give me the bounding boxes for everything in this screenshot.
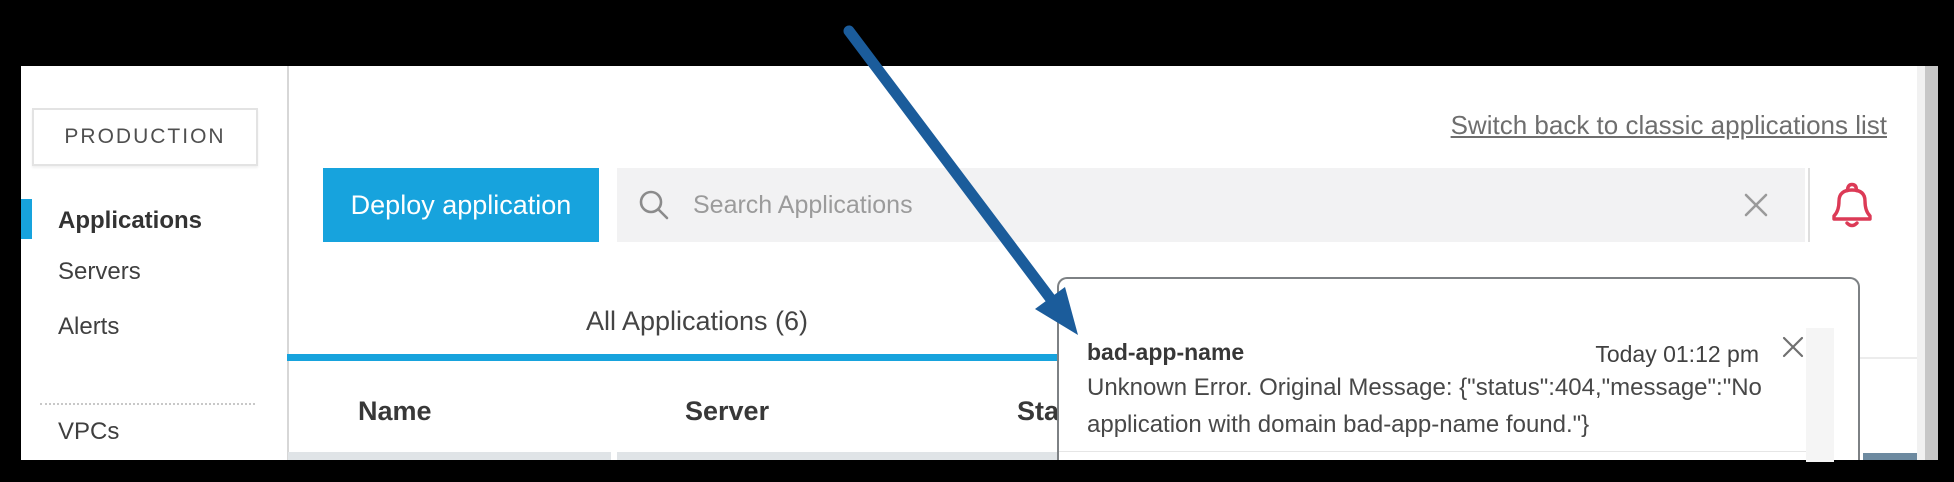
tab-all-applications[interactable]: All Applications (6): [287, 306, 1107, 337]
notification-close-button[interactable]: [1776, 331, 1810, 365]
search-box: [617, 168, 1805, 242]
active-item-indicator: [21, 199, 32, 239]
switch-classic-link[interactable]: Switch back to classic applications list: [1450, 110, 1887, 140]
column-header-name: Name: [358, 396, 432, 426]
page-scrollbar[interactable]: [1925, 66, 1938, 460]
deploy-application-button[interactable]: Deploy application: [323, 168, 599, 242]
deploy-application-label: Deploy application: [350, 189, 572, 220]
search-icon: [639, 190, 669, 220]
active-tab-underline: [287, 354, 1107, 361]
tab-label: All Applications (6): [585, 306, 809, 336]
notification-message: Unknown Error. Original Message: {"statu…: [1087, 374, 1762, 438]
sidebar-item-vpcs[interactable]: VPCs: [58, 418, 119, 446]
table-row[interactable]: [288, 452, 611, 460]
notification-timestamp: Today 01:12 pm: [1595, 341, 1759, 367]
sidebar-item-label: VPCs: [58, 418, 120, 445]
sidebar-item-alerts[interactable]: Alerts: [58, 313, 119, 341]
sidebar-item-applications[interactable]: Applications: [58, 207, 202, 235]
notification-scrollbar[interactable]: [1806, 328, 1834, 462]
notification-title: bad-app-name: [1087, 339, 1245, 365]
notification-popup: bad-app-name Today 01:12 pm Unknown Erro…: [1057, 277, 1860, 462]
notification-item-divider: [1059, 451, 1808, 452]
environment-selector[interactable]: PRODUCTION: [32, 108, 258, 166]
close-icon: [1782, 336, 1804, 357]
sidebar-item-label: Alerts: [58, 313, 120, 340]
environment-label: PRODUCTION: [64, 125, 226, 148]
notifications-bell-button[interactable]: [1820, 180, 1884, 232]
sidebar-item-label: Servers: [58, 258, 141, 285]
sidebar-divider: [287, 66, 289, 460]
bell-icon: [1832, 182, 1872, 228]
close-icon: [1744, 193, 1768, 217]
table-row-status-cell: [1863, 453, 1917, 460]
sidebar-item-label: Applications: [58, 207, 203, 234]
page-scrollbar-track: [1917, 66, 1925, 460]
search-input[interactable]: [693, 168, 1673, 242]
clear-search-button[interactable]: [1741, 190, 1771, 220]
column-header-server: Server: [685, 396, 770, 426]
toolbar-separator: [1808, 168, 1810, 242]
table-row[interactable]: [617, 452, 1057, 460]
sidebar-item-servers[interactable]: Servers: [58, 258, 141, 286]
sidebar-section-divider: [40, 403, 255, 405]
